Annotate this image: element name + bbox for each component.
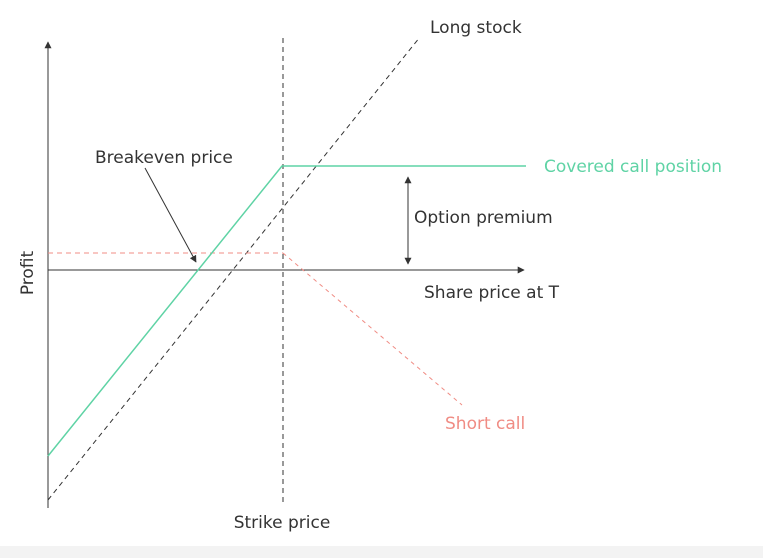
long-stock-line — [47, 36, 421, 501]
share-price-at-t-label: Share price at T — [424, 283, 560, 303]
covered-call-line — [47, 165, 526, 457]
covered-call-position-label: Covered call position — [544, 157, 722, 177]
long-stock-label: Long stock — [430, 18, 522, 38]
strike-price-label: Strike price — [234, 513, 331, 533]
profit-axis-label: Profit — [18, 250, 38, 295]
breakeven-price-label: Breakeven price — [95, 148, 233, 168]
option-premium-label: Option premium — [414, 208, 553, 228]
bottom-strip — [0, 546, 763, 558]
breakeven-pointer-arrow — [144, 167, 197, 263]
short-call-label: Short call — [445, 414, 525, 434]
short-call-line — [282, 252, 463, 406]
